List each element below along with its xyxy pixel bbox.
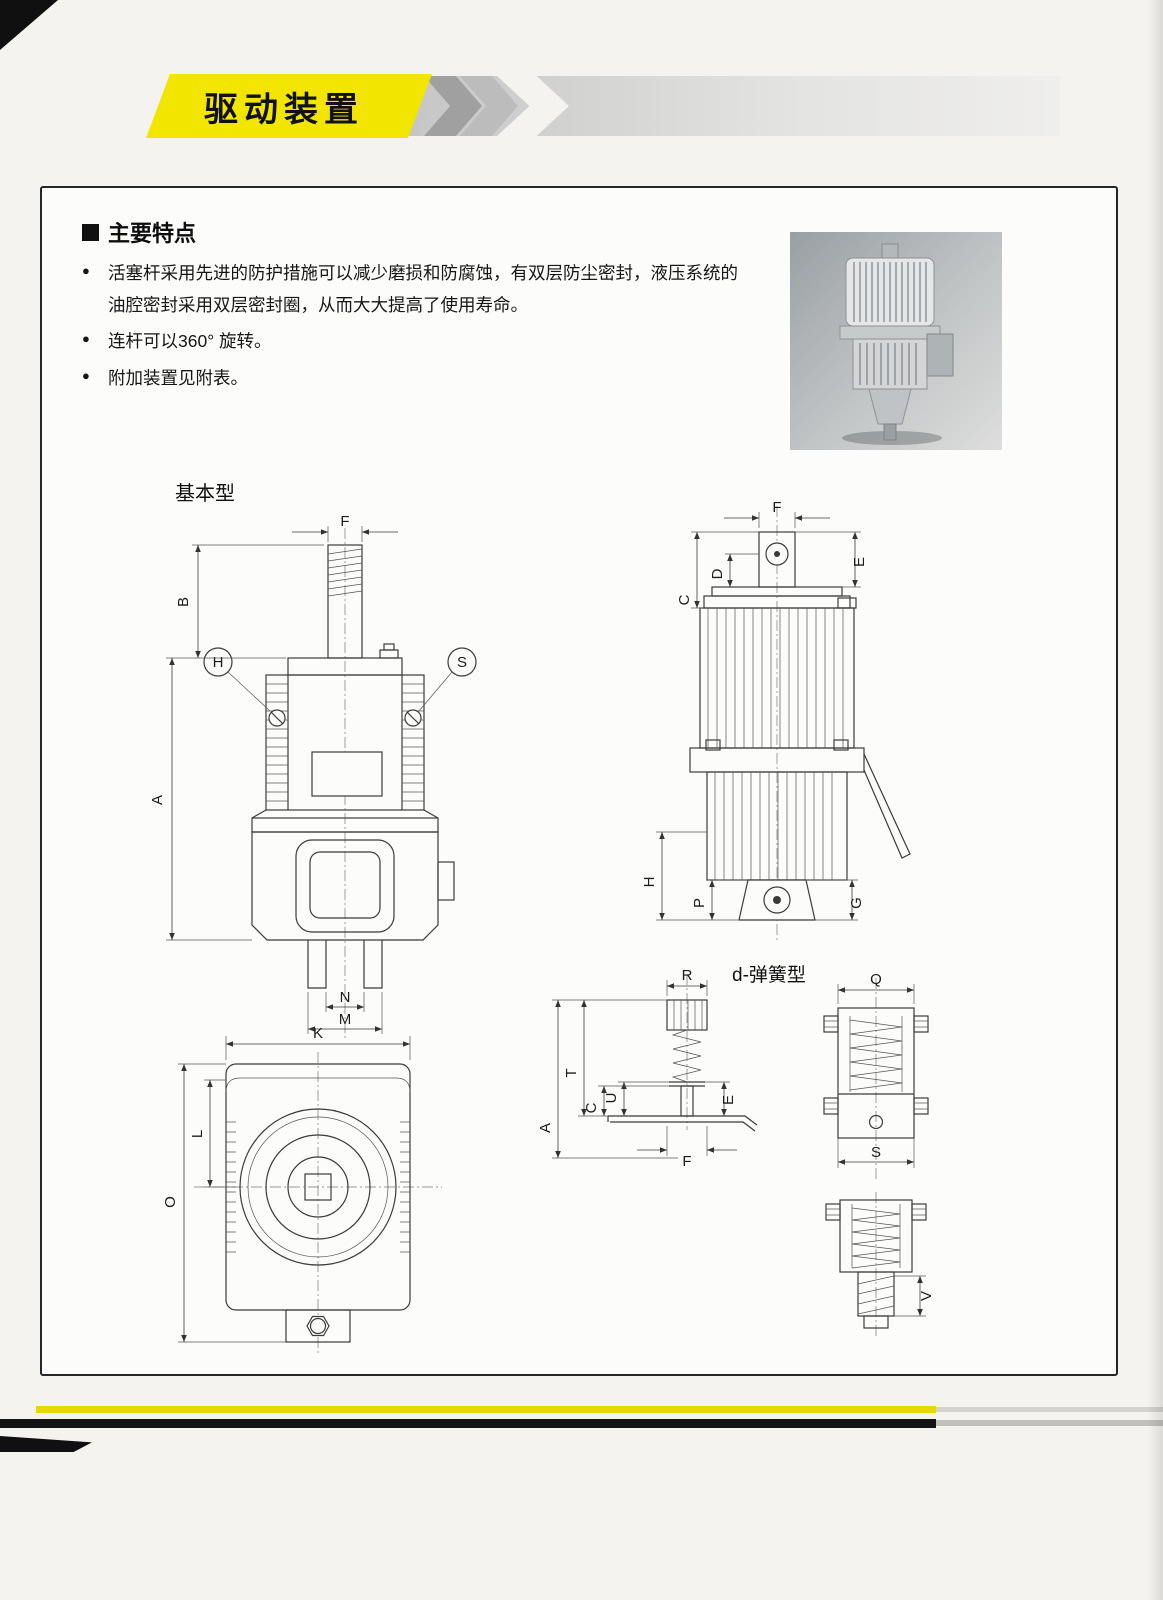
spring-front-drawing: Q S bbox=[810, 971, 945, 1187]
dim-label-o: O bbox=[162, 1196, 179, 1208]
dim-label-a: A bbox=[149, 795, 166, 805]
spring-type-label: d-弹簧型 bbox=[732, 965, 806, 986]
footer-gray-stripe bbox=[936, 1407, 1163, 1412]
dim-label-c: C bbox=[676, 594, 693, 605]
features-heading: 主要特点 bbox=[82, 216, 792, 248]
dim-label-g: G bbox=[848, 897, 865, 909]
section-title-plate: 驱动装置 bbox=[146, 74, 432, 138]
feature-item: 附加装置见附表。 bbox=[82, 363, 754, 395]
features-section: 主要特点 活塞杆采用先进的防护措施可以减少磨损和防腐蚀，有双层防尘密封，液压系统… bbox=[82, 216, 792, 399]
dim-label-b: B bbox=[175, 597, 192, 607]
dim-label-c-spring: C bbox=[583, 1102, 600, 1113]
dim-label-d: D bbox=[709, 568, 726, 579]
dim-label-v: V bbox=[918, 1291, 935, 1301]
page-title: 驱动装置 bbox=[204, 90, 364, 129]
dim-label-n: N bbox=[340, 989, 351, 1006]
footer-black-stripe bbox=[0, 1419, 936, 1428]
features-heading-text: 主要特点 bbox=[108, 221, 197, 246]
dim-label-p: P bbox=[691, 898, 708, 908]
page-corner-mark bbox=[0, 0, 58, 50]
footer-gray-stripe bbox=[936, 1420, 1163, 1426]
dim-label-k: K bbox=[313, 1025, 323, 1042]
dim-label-q: Q bbox=[870, 971, 882, 988]
dim-label-l: L bbox=[189, 1130, 206, 1138]
balloon-label-s: S bbox=[457, 654, 467, 671]
dim-label-u: U bbox=[603, 1093, 620, 1104]
dim-label-t: T bbox=[563, 1068, 580, 1077]
dim-label-e-spring: E bbox=[720, 1095, 737, 1105]
dim-label-s-spring: S bbox=[871, 1144, 881, 1161]
feature-item: 活塞杆采用先进的防护措施可以减少磨损和防腐蚀，有双层防尘密封，液压系统的油腔密封… bbox=[82, 258, 754, 321]
square-bullet-icon bbox=[82, 223, 99, 241]
basic-type-label: 基本型 bbox=[175, 483, 235, 505]
front-view-drawing: F H S bbox=[140, 500, 530, 1045]
dim-label-r: R bbox=[682, 967, 693, 984]
spring-side-drawing: R A T U C E F bbox=[528, 967, 763, 1203]
spring-lower-drawing: V bbox=[810, 1188, 945, 1343]
dim-label-f-spring: F bbox=[682, 1153, 691, 1170]
footer-corner-mark bbox=[0, 1436, 92, 1452]
dim-label-h: H bbox=[641, 877, 658, 888]
features-list: 活塞杆采用先进的防护措施可以减少磨损和防腐蚀，有双层防尘密封，液压系统的油腔密封… bbox=[82, 258, 754, 394]
bottom-view-drawing: K L O bbox=[158, 1022, 468, 1362]
dim-label-m: M bbox=[339, 1011, 352, 1028]
product-photo bbox=[790, 232, 1002, 450]
dim-label-a-spring: A bbox=[537, 1123, 554, 1133]
page-edge-shadow bbox=[1147, 0, 1163, 1600]
balloon-label-h: H bbox=[213, 654, 224, 671]
dim-label-f-side: F bbox=[772, 499, 781, 516]
feature-item: 连杆可以360° 旋转。 bbox=[82, 326, 754, 358]
side-view-drawing: F D C E H bbox=[612, 492, 942, 972]
dim-label-f: F bbox=[340, 513, 349, 530]
dim-label-e: E bbox=[851, 557, 868, 567]
footer-yellow-stripe bbox=[36, 1406, 936, 1413]
